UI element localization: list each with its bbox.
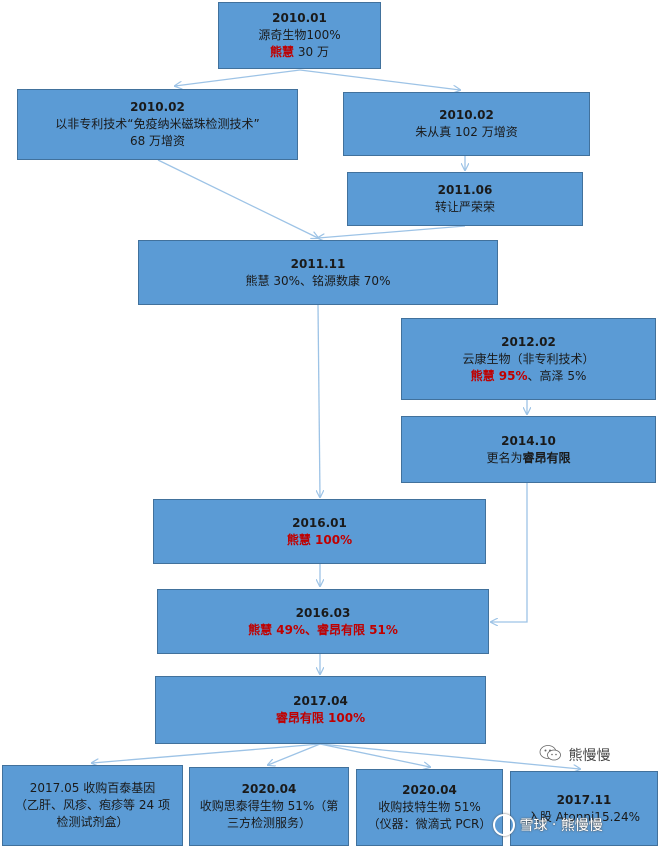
node-2017-11: 2017.11 入股 Atonni15.24% <box>510 771 658 846</box>
node-text: 检测试剂盒） <box>56 815 129 829</box>
node-date: 2016.01 <box>292 515 347 530</box>
node-text: 转让严荣荣 <box>434 200 495 214</box>
node-date: 2020.04 <box>241 782 297 796</box>
node-2016-01: 2016.01 熊慧 100% <box>153 499 486 564</box>
node-2016-03: 2016.03 熊慧 49%、睿昂有限 51% <box>157 589 489 654</box>
node-2017-05: 2017.05 收购百泰基因 （乙肝、风疹、疱疹等 24 项 检测试剂盒） <box>2 765 183 846</box>
node-text: 熊慧 49%、睿昂有限 51% <box>248 622 398 637</box>
node-2011-06: 2011.06 转让严荣荣 <box>347 172 583 226</box>
node-text: 收购技特生物 51% <box>378 800 481 814</box>
node-2020-04-sitaide: 2020.04 收购思泰得生物 51%（第 三方检测服务） <box>189 767 349 846</box>
node-date: 2010.02 <box>130 100 185 114</box>
node-2010-01: 2010.01 源奇生物100% 熊慧 30 万 <box>218 2 381 69</box>
person-name: 熊慧 <box>270 45 295 59</box>
node-text: 熊慧 30%、铭源数康 70% <box>245 273 391 288</box>
node-date: 2017.11 <box>556 792 612 807</box>
node-text: 、高泽 5% <box>527 368 587 383</box>
arrow-2017-04-to-2017-11 <box>319 743 580 769</box>
node-2017-04: 2017.04 睿昂有限 100% <box>155 676 486 744</box>
node-date: 2010.01 <box>272 11 327 25</box>
arrow-2010-01-to-2010-02b <box>299 69 460 90</box>
arrow-2011-06-to-2011-11 <box>318 225 466 238</box>
node-date: 2012.02 <box>501 334 556 349</box>
person-name: 熊慧 95% <box>470 368 528 383</box>
node-text: 源奇生物100% <box>258 28 341 42</box>
company-name: 睿昂有限 <box>522 450 571 465</box>
node-2014-10: 2014.10 更名为睿昂有限 <box>401 416 656 483</box>
node-text: 朱从真 102 万增资 <box>415 125 518 139</box>
node-text: 以非专利技术“免疫纳米磁珠检测技术” <box>55 117 260 131</box>
node-text: （乙肝、风疹、疱疹等 24 项 <box>15 798 170 812</box>
node-text: 收购思泰得生物 51%（第 <box>199 799 339 813</box>
node-text: 熊慧 100% <box>286 532 353 547</box>
node-2012-02: 2012.02 云康生物（非专利技术） 熊慧 95%、高泽 5% <box>401 318 656 400</box>
arrow-2017-04-to-2020-04a <box>268 743 321 765</box>
node-date: 2014.10 <box>501 433 556 448</box>
node-date: 2017.05 收购百泰基因 <box>29 781 156 795</box>
node-date: 2016.03 <box>295 605 351 620</box>
node-2010-02-patent: 2010.02 以非专利技术“免疫纳米磁珠检测技术” 68 万增资 <box>17 89 298 160</box>
node-date: 2017.04 <box>293 694 348 708</box>
node-text: 睿昂有限 100% <box>275 711 366 725</box>
node-text: 68 万增资 <box>129 134 186 148</box>
node-2010-02-investment: 2010.02 朱从真 102 万增资 <box>343 92 590 156</box>
node-2011-11: 2011.11 熊慧 30%、铭源数康 70% <box>138 240 498 305</box>
node-date: 2011.06 <box>437 183 493 197</box>
node-date: 2010.02 <box>439 108 494 122</box>
node-date: 2011.11 <box>290 256 346 271</box>
node-text: （仪器：微滴式 PCR） <box>367 817 492 831</box>
node-text: 更名为 <box>486 450 523 465</box>
node-2020-04-jite: 2020.04 收购技特生物 51% （仪器：微滴式 PCR） <box>356 769 503 846</box>
node-text: 三方检测服务） <box>226 816 311 830</box>
arrow-2017-04-to-2017-05 <box>92 743 321 763</box>
arrow-2017-04-to-2020-04b <box>319 743 430 767</box>
node-text: 入股 Atonni15.24% <box>527 809 641 824</box>
node-text: 30 万 <box>294 45 329 59</box>
arrow-2010-01-to-2010-02a <box>175 69 301 86</box>
arrow-2014-10-to-2016-03 <box>491 483 528 622</box>
arrow-2010-02a-to-2011-11 <box>157 159 318 238</box>
arrow-2011-11-to-2016-01 <box>318 304 320 497</box>
node-date: 2020.04 <box>402 783 457 797</box>
node-text: 云康生物（非专利技术） <box>462 351 595 366</box>
